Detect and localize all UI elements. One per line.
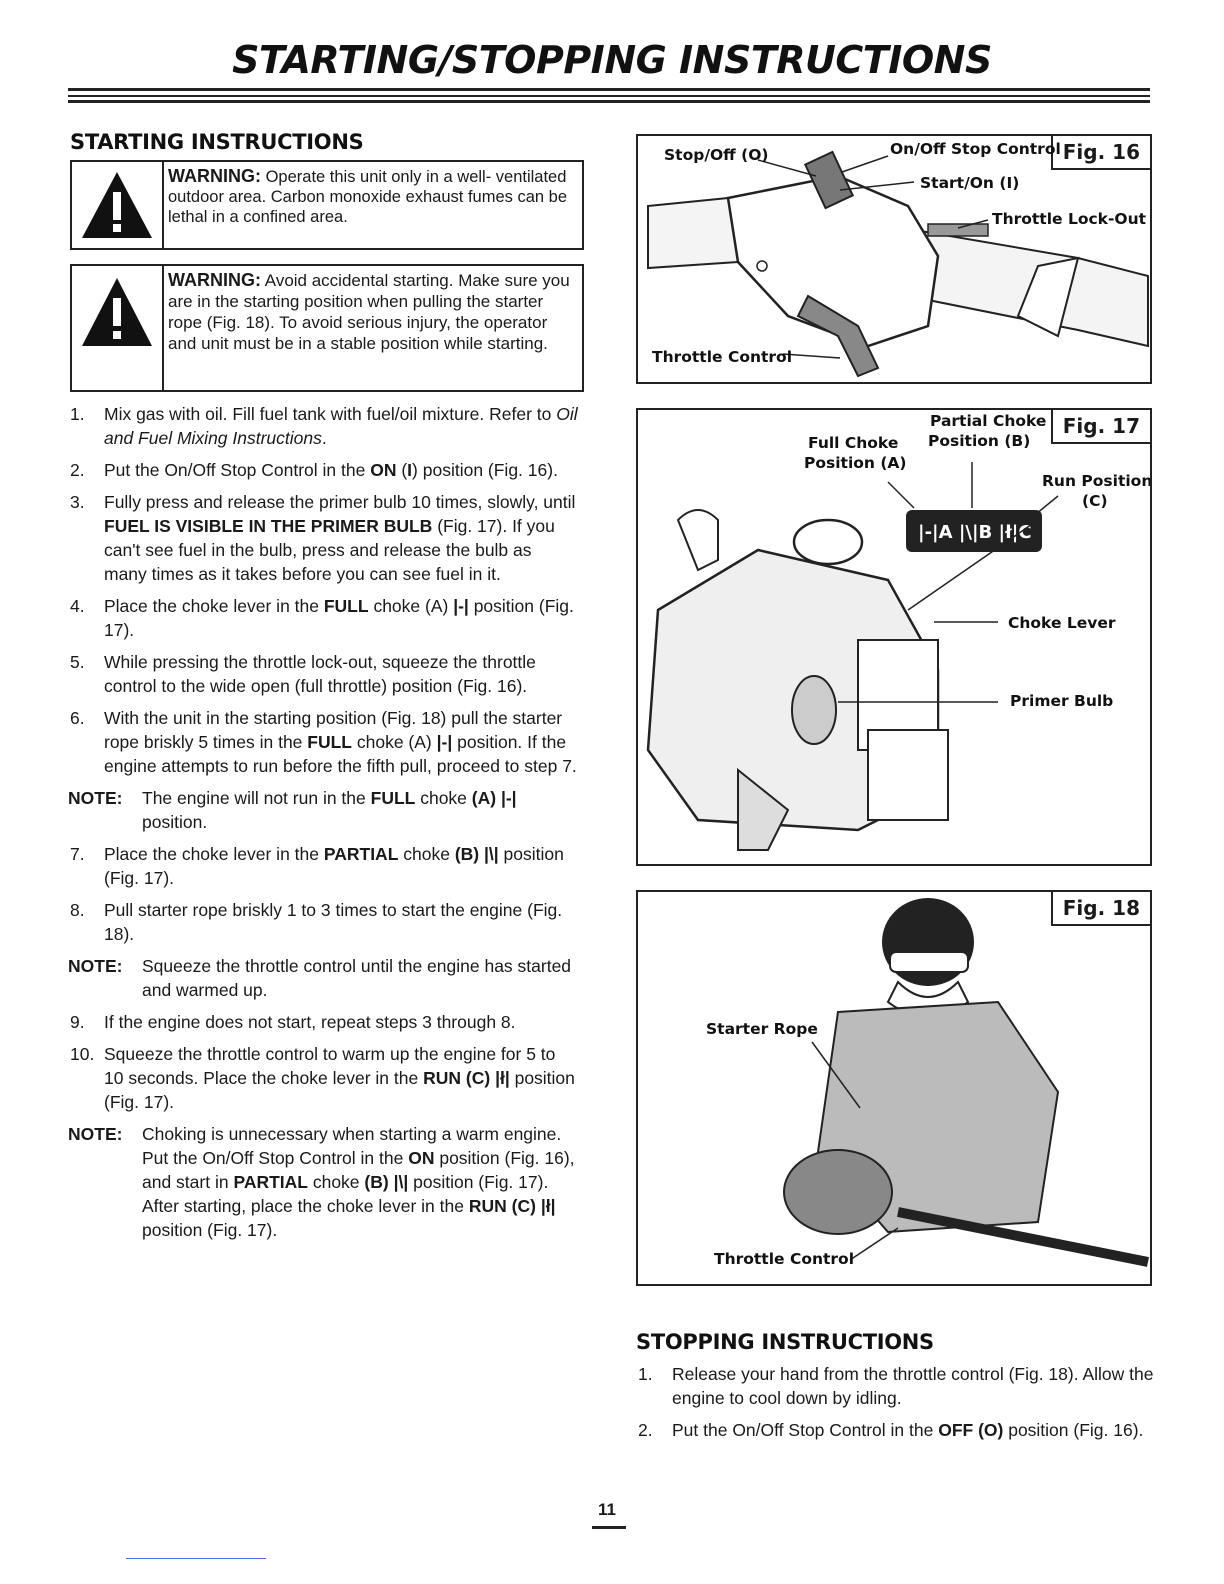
warning-triangle-icon — [82, 278, 152, 346]
title-rule-top — [68, 88, 1150, 91]
figure-tag: Fig. 16 — [1050, 136, 1150, 170]
on-off-stop-control-label: On/Off Stop Control — [890, 140, 1061, 158]
run-symbol: |ł| — [540, 1196, 556, 1216]
warning-label: WARNING: — [168, 166, 261, 186]
page-number-underline — [592, 1526, 626, 1529]
partial-choke-position-label: Position (B) — [928, 432, 1031, 450]
list-item: 9.If the engine does not start, repeat s… — [70, 1012, 516, 1032]
warning-label: WARNING: — [168, 270, 261, 290]
full-choke-symbol: |-| — [500, 788, 517, 808]
figure-16: Fig. 16 Stop/Off (O) On/Off Stop Control… — [636, 134, 1152, 384]
figure-17: |-|A |\|B |ł|C Fig. 17 Partial Choke Pos… — [636, 408, 1152, 866]
warning-text: WARNING: Operate this unit only in a wel… — [168, 166, 574, 227]
figure-tag: Fig. 18 — [1050, 892, 1150, 926]
list-item: 5.While pressing the throttle lock-out, … — [70, 652, 536, 696]
warning-text: WARNING: Avoid accidental starting. Make… — [168, 270, 574, 354]
engine-illustration: |-|A |\|B |ł|C — [646, 462, 1059, 851]
starting-heading: STARTING INSTRUCTIONS — [70, 130, 364, 154]
warning-body: Operate this unit only in a well- ventil… — [168, 168, 567, 226]
throttle-control-label: Throttle Control — [714, 1250, 855, 1268]
choke-dial-label: |-|A |\|B |ł|C — [918, 522, 1032, 543]
list-item: 8.Pull starter rope briskly 1 to 3 times… — [70, 900, 563, 944]
list-item: 2.Put the On/Off Stop Control in the OFF… — [638, 1420, 1144, 1440]
list-item: 4.Place the choke lever in the FULL chok… — [70, 596, 574, 640]
partial-choke-symbol: |\| — [393, 1172, 409, 1192]
warning-body: Avoid accidental starting. Make sure you… — [168, 271, 570, 353]
footer-rule — [126, 1558, 266, 1559]
warning-box-ventilation: WARNING: Operate this unit only in a wel… — [70, 160, 584, 250]
throttle-lockout-label: Throttle Lock-Out — [992, 210, 1147, 228]
note: NOTE:The engine will not run in the FULL… — [68, 788, 517, 832]
run-position-label: Run Position — [1042, 472, 1152, 490]
list-item: 6.With the unit in the starting position… — [70, 708, 577, 776]
full-choke-label: Full Choke — [808, 434, 899, 452]
warning-icon-cell — [72, 162, 164, 248]
run-position-c-label: (C) — [1082, 492, 1108, 510]
warning-triangle-icon — [82, 172, 152, 238]
starter-rope-label: Starter Rope — [706, 1020, 818, 1038]
list-item: 1.Release your hand from the throttle co… — [638, 1364, 1154, 1408]
stopping-section: STOPPING INSTRUCTIONS 1.Release your han… — [636, 1330, 1156, 1450]
note: NOTE:Squeeze the throttle control until … — [68, 956, 572, 1000]
full-choke-symbol: |-| — [453, 596, 469, 616]
warning-box-accidental-start: WARNING: Avoid accidental starting. Make… — [70, 264, 584, 392]
list-item: 7.Place the choke lever in the PARTIAL c… — [70, 844, 564, 888]
note: NOTE:Choking is unnecessary when startin… — [68, 1124, 575, 1240]
list-item: 1.Mix gas with oil. Fill fuel tank with … — [70, 404, 578, 448]
page-number: 11 — [598, 1500, 616, 1519]
full-choke-position-label: Position (A) — [804, 454, 907, 472]
list-item: 3.Fully press and release the primer bul… — [70, 492, 576, 584]
starting-steps: 1.Mix gas with oil. Fill fuel tank with … — [68, 402, 578, 1250]
stop-off-label: Stop/Off (O) — [664, 146, 769, 164]
full-choke-symbol: |-| — [436, 732, 453, 752]
warning-icon-cell — [72, 266, 164, 390]
start-on-label: Start/On (I) — [920, 174, 1020, 192]
partial-choke-symbol: |\| — [484, 844, 499, 864]
figure-18: Fig. 18 Starter Rope Throttle Control — [636, 890, 1152, 1286]
primer-bulb-label: Primer Bulb — [1010, 692, 1114, 710]
partial-choke-label: Partial Choke — [930, 412, 1047, 430]
choke-lever-label: Choke Lever — [1008, 614, 1116, 632]
run-symbol: |ł| — [495, 1068, 510, 1088]
title-rule-mid — [68, 95, 1150, 97]
stopping-heading: STOPPING INSTRUCTIONS — [636, 1330, 934, 1354]
list-item: 2.Put the On/Off Stop Control in the ON … — [70, 460, 558, 480]
operator-starting-illustration — [783, 898, 1149, 1267]
list-item: 10.Squeeze the throttle control to warm … — [70, 1044, 575, 1112]
page-title: STARTING/STOPPING INSTRUCTIONS — [232, 38, 992, 82]
figure-tag: Fig. 17 — [1050, 410, 1150, 444]
throttle-handle-illustration — [647, 150, 1149, 378]
throttle-control-label: Throttle Control — [652, 348, 793, 366]
title-rule-bottom — [68, 100, 1150, 103]
